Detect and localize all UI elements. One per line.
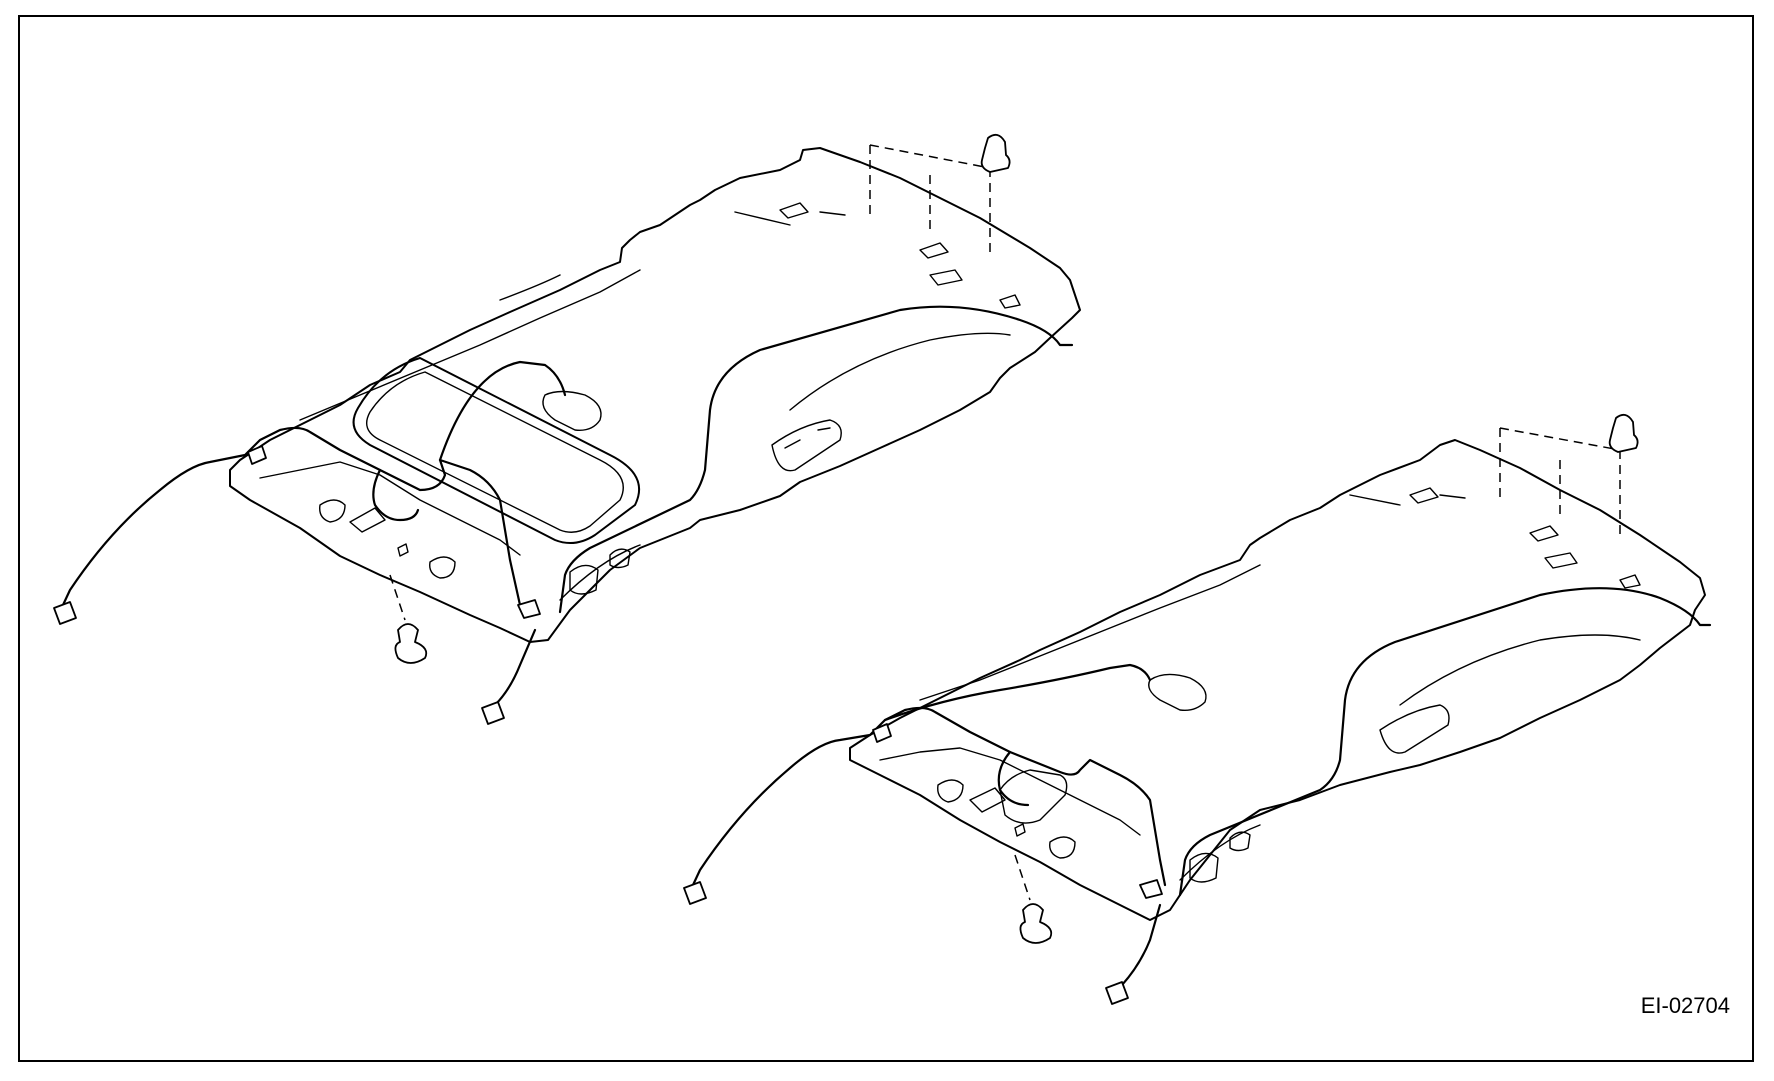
- panel-clip-slot-b5: [1349, 494, 1466, 506]
- front-clip: [394, 623, 428, 664]
- sunroof-opening-inner: [366, 371, 624, 533]
- console-recess-b: [999, 769, 1068, 824]
- handle-recess-b: [1379, 704, 1450, 754]
- sunroof-opening: [352, 357, 640, 545]
- wiring-harness-main-b: [691, 706, 1167, 887]
- lamp-recess-2: [1148, 673, 1207, 712]
- figure-code: EI-02704: [1640, 993, 1730, 1018]
- handle-recess: [771, 419, 842, 472]
- harness-connector-2: [481, 701, 505, 725]
- headliner-with-sunroof: [53, 133, 1081, 725]
- rear-lamp-recess-b: [1189, 852, 1219, 883]
- harness-connector-3: [247, 445, 267, 465]
- wiring-harness-rear: [558, 305, 1074, 614]
- harness-connector-b1: [683, 881, 707, 905]
- roof-trim-panel-outline-2: [849, 439, 1706, 921]
- handle-recess-inner: [784, 427, 831, 449]
- panel-clip-slot-4: [999, 294, 1021, 309]
- front-clip-leader-b: [1014, 854, 1031, 901]
- wiring-harness-branch-b: [997, 750, 1030, 807]
- panel-clip-slot-1: [779, 202, 809, 219]
- panel-clip-slot-2: [919, 242, 949, 259]
- wiring-harness-dome-b: [883, 663, 1152, 722]
- wiring-harness-sunroof: [438, 360, 567, 462]
- panel-clip-slot-3: [929, 269, 963, 286]
- headliner-without-sunroof: [683, 413, 1712, 1005]
- roof-trim-contour: [299, 269, 641, 421]
- rear-clip-b: [1608, 413, 1639, 453]
- panel-clip-slot-b4: [1619, 574, 1641, 589]
- roof-trim-contour-5: [559, 544, 641, 601]
- harness-connector-4: [517, 599, 541, 619]
- roof-trim-contour-b2: [1399, 634, 1641, 706]
- panel-clip-slot-5: [734, 211, 846, 226]
- wiring-harness-branch-lamp: [372, 468, 420, 522]
- roof-trim-contour-b1: [919, 564, 1261, 701]
- rear-lamp-recess: [569, 564, 599, 595]
- lamp-recess: [542, 390, 602, 431]
- roof-trim-contour-4: [259, 461, 521, 556]
- harness-connector-b2: [1105, 981, 1129, 1005]
- roof-trim-panel-outline: [229, 147, 1081, 643]
- rear-lamp-recess-b2: [1229, 831, 1251, 852]
- front-clip-leader: [389, 574, 406, 621]
- harness-connector-b3: [872, 723, 892, 743]
- front-clip-b: [1019, 903, 1053, 944]
- mirror-mount-recess: [349, 507, 409, 557]
- roof-trim-contour-b4: [1179, 824, 1261, 881]
- rear-clip: [980, 133, 1011, 173]
- panel-clip-slot-b2: [1529, 525, 1559, 542]
- rear-lamp-recess-2: [609, 548, 631, 569]
- rear-clip-leaders: [869, 144, 991, 255]
- visor-recess-2: [429, 556, 456, 579]
- wiring-harness-rear-drop: [488, 628, 537, 714]
- visor-recess-1: [319, 499, 346, 523]
- panel-clip-slot-b3: [1544, 552, 1578, 569]
- roof-trim-contour-3: [789, 332, 1011, 411]
- wiring-harness-rear-b: [1178, 587, 1712, 897]
- diagram-frame: [18, 15, 1754, 1062]
- harness-connector-1: [53, 601, 77, 625]
- roof-trim-contour-b3: [879, 747, 1141, 836]
- visor-recess-b2: [1049, 836, 1076, 859]
- harness-connector-b4: [1139, 879, 1163, 899]
- rear-clip-leaders-b: [1499, 427, 1621, 538]
- mirror-mount-recess-b: [969, 787, 1026, 837]
- visor-recess-b1: [937, 779, 964, 803]
- roof-trim-contour-2: [499, 274, 561, 301]
- panel-clip-slot-b1: [1409, 487, 1439, 504]
- wiring-harness-main: [61, 426, 522, 607]
